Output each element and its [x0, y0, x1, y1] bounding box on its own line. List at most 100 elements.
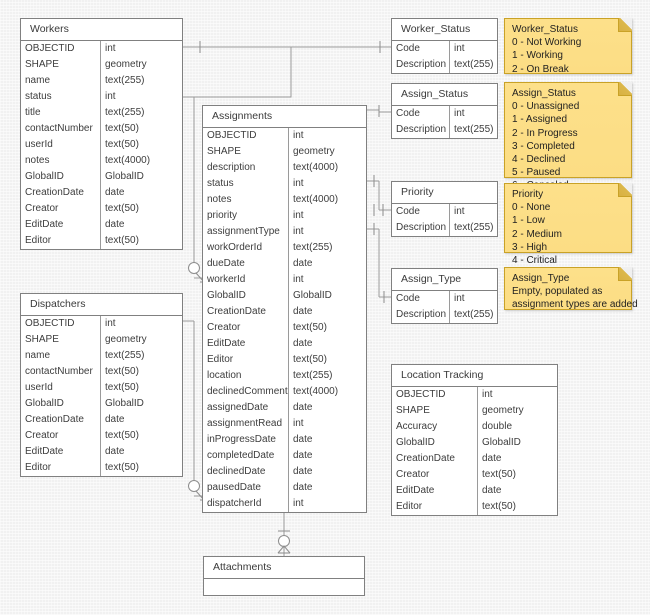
note-line: 0 - None: [512, 202, 551, 214]
crowfoot-attachments: [277, 545, 291, 554]
note-line: 2 - In Progress: [512, 127, 578, 139]
field-name: Creator: [21, 428, 101, 444]
note-fold-icon: [618, 82, 632, 96]
field-type: text(50): [105, 430, 139, 441]
field-name: Description: [392, 122, 450, 138]
field-type: int: [454, 43, 465, 54]
field-name: inProgressDate: [203, 432, 289, 448]
note-line: 2 - On Break: [512, 63, 569, 75]
field-name: Creator: [392, 467, 478, 483]
field-type: text(255): [105, 107, 145, 118]
field-type: geometry: [105, 334, 147, 345]
entity-title: Dispatchers: [21, 294, 182, 316]
field-type: int: [454, 206, 465, 217]
entity-attachments[interactable]: Attachments: [203, 556, 365, 596]
field-name: Code: [392, 291, 450, 307]
note-line: 5 - Paused: [512, 167, 561, 179]
field-type: GlobalID: [293, 290, 332, 301]
field-type: double: [482, 421, 513, 432]
field-name: userId: [21, 380, 101, 396]
card-zero-workers-assignments: [188, 262, 200, 274]
field-name: Editor: [21, 460, 101, 476]
note-line: 1 - Working: [512, 50, 563, 62]
entity-field-row: userId text(50): [21, 137, 182, 153]
field-name: [204, 579, 366, 595]
field-name: assignmentType: [203, 224, 289, 240]
note-line: 1 - Low: [512, 215, 545, 227]
field-type: text(255): [454, 309, 494, 320]
field-name: SHAPE: [21, 332, 101, 348]
field-name: name: [21, 73, 101, 89]
field-name: Editor: [21, 233, 101, 249]
field-type: text(50): [105, 139, 139, 150]
field-type: text(255): [293, 370, 333, 381]
field-name: CreationDate: [21, 185, 101, 201]
field-type: text(255): [454, 124, 494, 135]
card-zero-attachments: [278, 535, 290, 547]
field-name: contactNumber: [21, 364, 101, 380]
field-type: date: [293, 306, 313, 317]
entity-title: Attachments: [204, 557, 364, 579]
field-type: text(4000): [105, 155, 151, 166]
field-type: int: [293, 130, 304, 141]
field-type: int: [293, 498, 304, 509]
field-type: int: [293, 418, 304, 429]
field-name: Description: [392, 57, 450, 73]
field-name: dueDate: [203, 256, 289, 272]
field-type: GlobalID: [105, 398, 144, 409]
field-name: dispatcherId: [203, 496, 289, 512]
field-name: userId: [21, 137, 101, 153]
note-title: Assign_Status: [512, 88, 576, 99]
note-line: 0 - Unassigned: [512, 101, 580, 113]
field-type: date: [105, 446, 125, 457]
field-type: int: [293, 274, 304, 285]
field-name: SHAPE: [21, 57, 101, 73]
rel-line-workers-riser: [183, 47, 292, 98]
field-type: text(4000): [293, 194, 339, 205]
field-type: date: [105, 414, 125, 425]
field-name: Code: [392, 204, 450, 220]
